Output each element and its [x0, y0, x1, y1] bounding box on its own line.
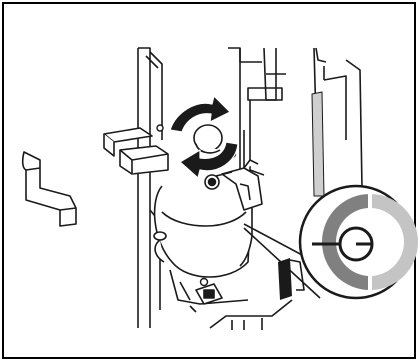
machine-left-door: [138, 48, 162, 328]
bottom-tray: [170, 270, 292, 330]
bottom-latch: [196, 284, 222, 304]
shadow-band: [312, 92, 324, 196]
magnified-callout: [300, 186, 418, 298]
removed-handle: [23, 152, 76, 226]
release-lever: [104, 128, 168, 174]
screw-bracket: [157, 125, 163, 131]
rotating-knob: [194, 125, 222, 153]
toner-bottle: [154, 186, 252, 277]
shadow-band-lower: [278, 258, 292, 300]
screw-bottom: [201, 279, 208, 286]
